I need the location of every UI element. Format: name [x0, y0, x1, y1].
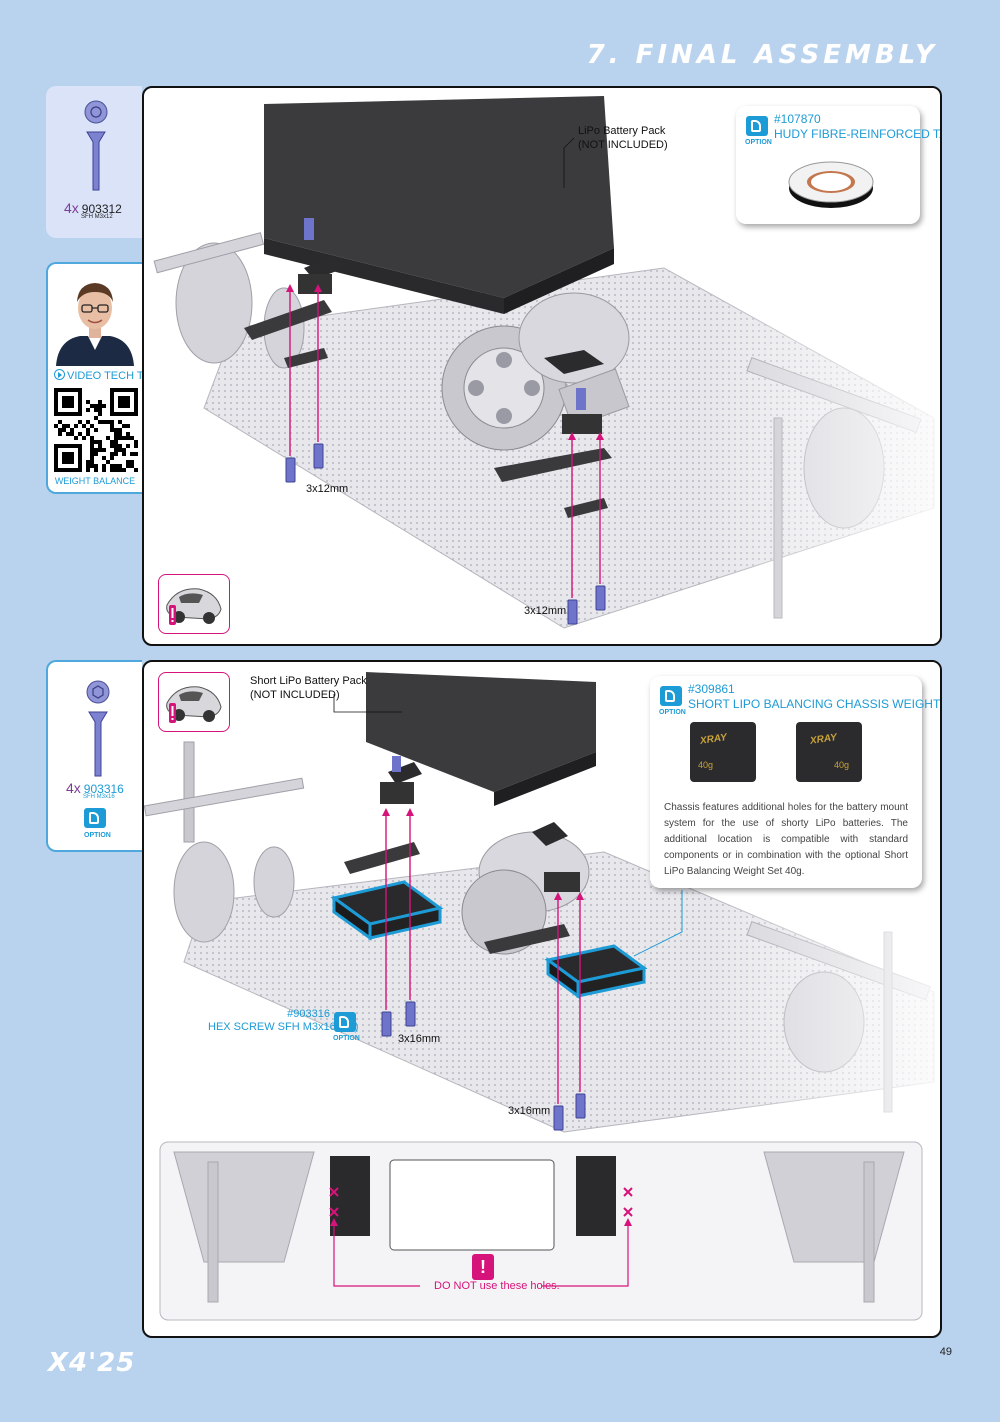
video-tip-label: VIDEO TECH TIP: [67, 370, 155, 382]
screw-size-label-right: 3x16mm: [508, 1105, 551, 1117]
option-badge: OPTION: [333, 1035, 360, 1042]
video-tip-tab[interactable]: VIDEO TECH TIP WEIGHT BALANCE: [46, 262, 154, 494]
weight-image-right: XRAY 40g: [796, 722, 862, 782]
thumbs-up-icon: [334, 1012, 356, 1032]
brand-logo: XRAY: [699, 732, 728, 747]
screw-icon: [86, 680, 110, 777]
weight-value: 40g: [698, 760, 714, 770]
hex-part-number: #903316: [287, 1008, 330, 1020]
hex-screw-option-label: #903316 HEX SCREW SFH M3x16 (10): [208, 1008, 359, 1034]
thumbs-up-icon: [660, 686, 682, 706]
car-warning-badge-step2: [158, 672, 230, 732]
battery-label-note: (NOT INCLUDED): [250, 689, 340, 701]
hex-part-name: HEX SCREW SFH M3x16 (10): [208, 1021, 359, 1033]
video-tip-caption: WEIGHT BALANCE: [54, 476, 136, 486]
option-badge: OPTION: [84, 832, 111, 839]
part-code: 903312: [81, 202, 122, 216]
option-description: Chassis features additional holes for th…: [664, 802, 908, 877]
car-icon: [166, 588, 222, 625]
option-callout-tape: OPTION #107870 HUDY FIBRE-REINFORCED TAP…: [736, 106, 940, 224]
thumbs-up-icon: [84, 808, 106, 828]
option-badge: OPTION: [745, 139, 772, 146]
option-part-number: #309861: [688, 682, 735, 696]
section-title: 7. FINAL ASSEMBLY: [586, 40, 938, 70]
car-warning-badge-step1: [158, 574, 230, 634]
short-battery-label: Short LiPo Battery Pack (NOT INCLUDED): [250, 674, 367, 702]
option-badge: OPTION: [659, 709, 686, 716]
option-part-number: #107870: [774, 112, 821, 126]
tape-roll-image: [788, 161, 874, 208]
qty-count: 4x: [66, 780, 81, 796]
brand-logo: XRAY: [809, 732, 838, 747]
part-size: SFH M3x16: [83, 794, 115, 800]
weight-value: 40g: [834, 760, 850, 770]
battery-label-note: (NOT INCLUDED): [578, 139, 668, 151]
presenter-portrait: [54, 270, 136, 366]
warning-text: DO NOT use these holes.: [434, 1280, 560, 1292]
product-logo: X4'25: [48, 1348, 136, 1378]
battery-label-name: Short LiPo Battery Pack: [250, 675, 367, 687]
assembly-panel-step1: LiPo Battery Pack (NOT INCLUDED) 3x12mm …: [142, 86, 942, 646]
chassis-illustration-step1: [153, 88, 940, 644]
screw-icon: [84, 100, 108, 191]
option-part-name: HUDY FIBRE-REINFORCED TAPE: [774, 127, 940, 141]
option-part-name: SHORT LIPO BALANCING CHASSIS WEIGHT 40g …: [688, 697, 941, 711]
part-size: SFH M3x12: [81, 214, 113, 220]
battery-label-name: LiPo Battery Pack: [578, 125, 666, 137]
chassis-illustration-step2: [144, 662, 940, 1321]
weight-image-left: XRAY 40g: [690, 722, 756, 782]
thumbs-up-icon: [746, 116, 768, 136]
option-callout-weight: OPTION #309861 SHORT LIPO BALANCING CHAS…: [650, 676, 940, 888]
page-number: 49: [939, 1346, 952, 1358]
qty-count: 4x: [64, 200, 79, 216]
screw-size-label-right: 3x12mm: [524, 605, 567, 617]
video-tip-title[interactable]: VIDEO TECH TIP: [54, 368, 154, 382]
play-icon: [54, 369, 65, 380]
warning-icon: !: [472, 1254, 494, 1280]
qr-code[interactable]: [54, 388, 138, 472]
car-icon: [166, 686, 222, 723]
part-code: 903316: [83, 782, 124, 796]
screw-size-label-left: 3x16mm: [398, 1033, 441, 1045]
battery-label: LiPo Battery Pack (NOT INCLUDED): [578, 124, 668, 152]
assembly-panel-step2: Short LiPo Battery Pack (NOT INCLUDED) O…: [142, 660, 942, 1338]
screw-size-label-left: 3x12mm: [306, 483, 349, 495]
